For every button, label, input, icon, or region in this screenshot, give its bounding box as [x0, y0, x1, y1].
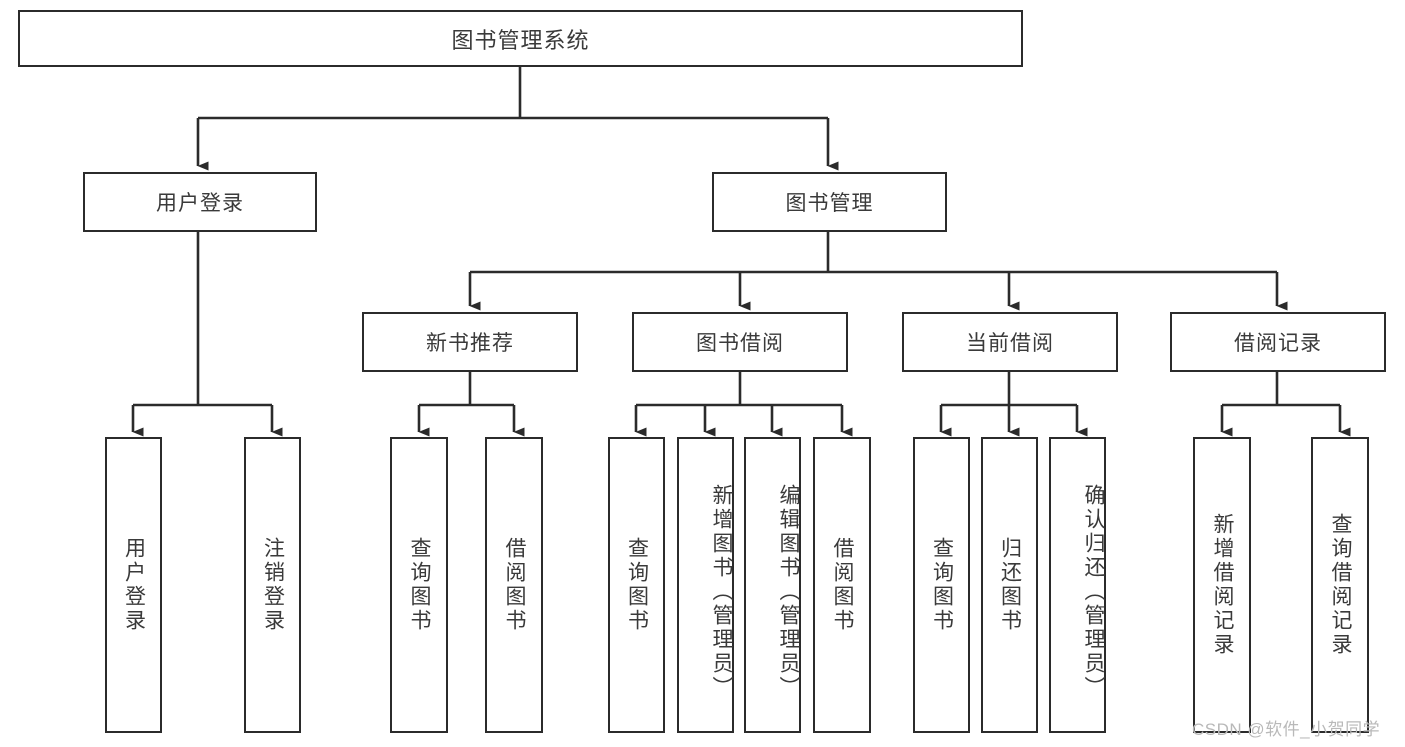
node-current-borrow[interactable]: 当前借阅: [902, 312, 1118, 372]
node-book-management[interactable]: 图书管理: [712, 172, 947, 232]
csdn-watermark: CSDN @软件_小贺同学: [1192, 720, 1381, 739]
leaf-user-login-logout[interactable]: 注销登录: [244, 437, 301, 733]
leaf-new-book-borrow-book[interactable]: 借阅图书: [485, 437, 543, 733]
leaf-book-borrow-edit-book-admin[interactable]: 编辑图书（管理员）: [744, 437, 801, 733]
leaf-current-borrow-return-book[interactable]: 归还图书: [981, 437, 1038, 733]
leaf-new-book-query-book[interactable]: 查询图书: [390, 437, 448, 733]
leaf-borrow-record-query-record[interactable]: 查询借阅记录: [1311, 437, 1369, 733]
leaf-book-borrow-add-book-admin[interactable]: 新增图书（管理员）: [677, 437, 734, 733]
leaf-user-login-signin[interactable]: 用户登录: [105, 437, 162, 733]
leaf-book-borrow-borrow-book[interactable]: 借阅图书: [813, 437, 871, 733]
node-root-book-management-system[interactable]: 图书管理系统: [18, 10, 1023, 67]
leaf-current-borrow-query-book[interactable]: 查询图书: [913, 437, 970, 733]
leaf-borrow-record-add-record[interactable]: 新增借阅记录: [1193, 437, 1251, 733]
node-borrow-record[interactable]: 借阅记录: [1170, 312, 1386, 372]
leaf-current-borrow-confirm-return-admin[interactable]: 确认归还（管理员）: [1049, 437, 1106, 733]
node-new-book-recommend[interactable]: 新书推荐: [362, 312, 578, 372]
leaf-book-borrow-query-book[interactable]: 查询图书: [608, 437, 665, 733]
node-book-borrow[interactable]: 图书借阅: [632, 312, 848, 372]
node-user-login[interactable]: 用户登录: [83, 172, 317, 232]
